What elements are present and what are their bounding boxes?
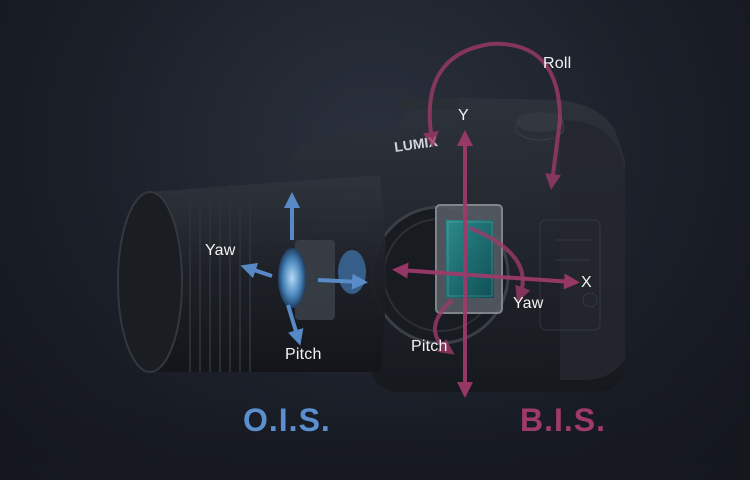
- x-axis-label: X: [581, 274, 592, 291]
- ois-pitch-label: Pitch: [285, 346, 322, 363]
- y-axis-label: Y: [458, 107, 469, 124]
- roll-label: Roll: [543, 55, 572, 72]
- ois-yaw-label: Yaw: [205, 242, 236, 259]
- bis-arrows: [392, 41, 580, 398]
- bis-pitch-label: Pitch: [411, 338, 448, 355]
- bis-title: B.I.S.: [520, 402, 607, 438]
- ois-title: O.I.S.: [243, 402, 331, 438]
- ois-arrows: [240, 192, 368, 346]
- image-sensor-unit: [435, 204, 503, 314]
- bis-yaw-label: Yaw: [513, 295, 544, 312]
